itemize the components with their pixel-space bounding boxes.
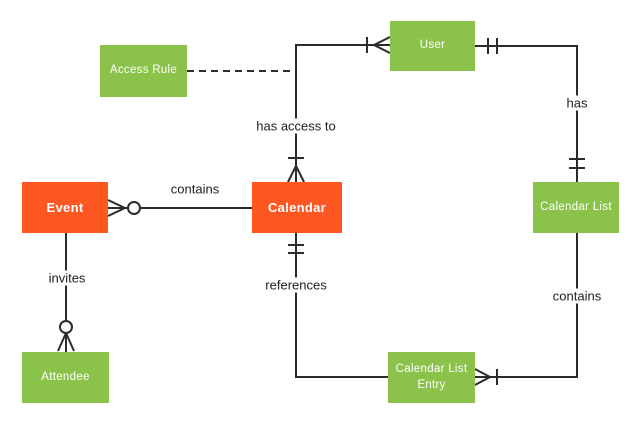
entity-access-rule-label: Access Rule — [109, 64, 178, 77]
relationship-line-contains-event-calendar — [107, 199, 252, 217]
entity-calendar-list-label: Calendar List — [540, 200, 612, 213]
crow-foot-many-icon — [287, 165, 305, 183]
relationship-label-contains-event-calendar: contains — [167, 181, 223, 197]
entity-user-label: User — [419, 39, 446, 52]
entity-attendee: Attendee — [22, 352, 109, 403]
crow-foot-many-icon — [474, 368, 491, 386]
relationship-label-has: has — [563, 95, 591, 111]
entity-attendee-label: Attendee — [41, 370, 90, 383]
relationship-label-contains-list-entry: contains — [549, 288, 605, 304]
zero-cardinality-icon — [127, 201, 141, 215]
relationship-label-has-access-to: has access to — [253, 118, 339, 134]
relationship-label-invites: invites — [45, 270, 89, 286]
entity-calendar-label: Calendar — [267, 199, 327, 215]
relationship-line-references — [288, 233, 388, 378]
entity-calendar-list-entry-label: Calendar List Entry — [395, 362, 468, 391]
entity-event-label: Event — [46, 199, 84, 215]
entity-calendar-list-entry: Calendar List Entry — [388, 352, 475, 403]
relationship-label-references: references — [262, 277, 330, 293]
relationship-line-contains-list-entry — [474, 233, 578, 386]
entity-user: User — [390, 21, 475, 71]
entity-calendar: Calendar — [252, 182, 342, 233]
exactly-one-icon — [569, 158, 585, 169]
entity-calendar-list: Calendar List — [533, 182, 619, 233]
crow-foot-many-icon — [57, 332, 75, 352]
entity-access-rule: Access Rule — [100, 45, 187, 97]
entity-event: Event — [22, 182, 108, 233]
crow-foot-many-icon — [373, 36, 391, 54]
relationship-line-invites — [57, 233, 75, 352]
exactly-one-icon — [288, 244, 304, 254]
exactly-one-icon — [487, 38, 498, 54]
crow-foot-many-icon — [107, 199, 126, 217]
zero-cardinality-icon — [59, 320, 73, 334]
relationship-line-has-access-to — [287, 36, 391, 183]
relationship-line-has — [474, 38, 585, 182]
